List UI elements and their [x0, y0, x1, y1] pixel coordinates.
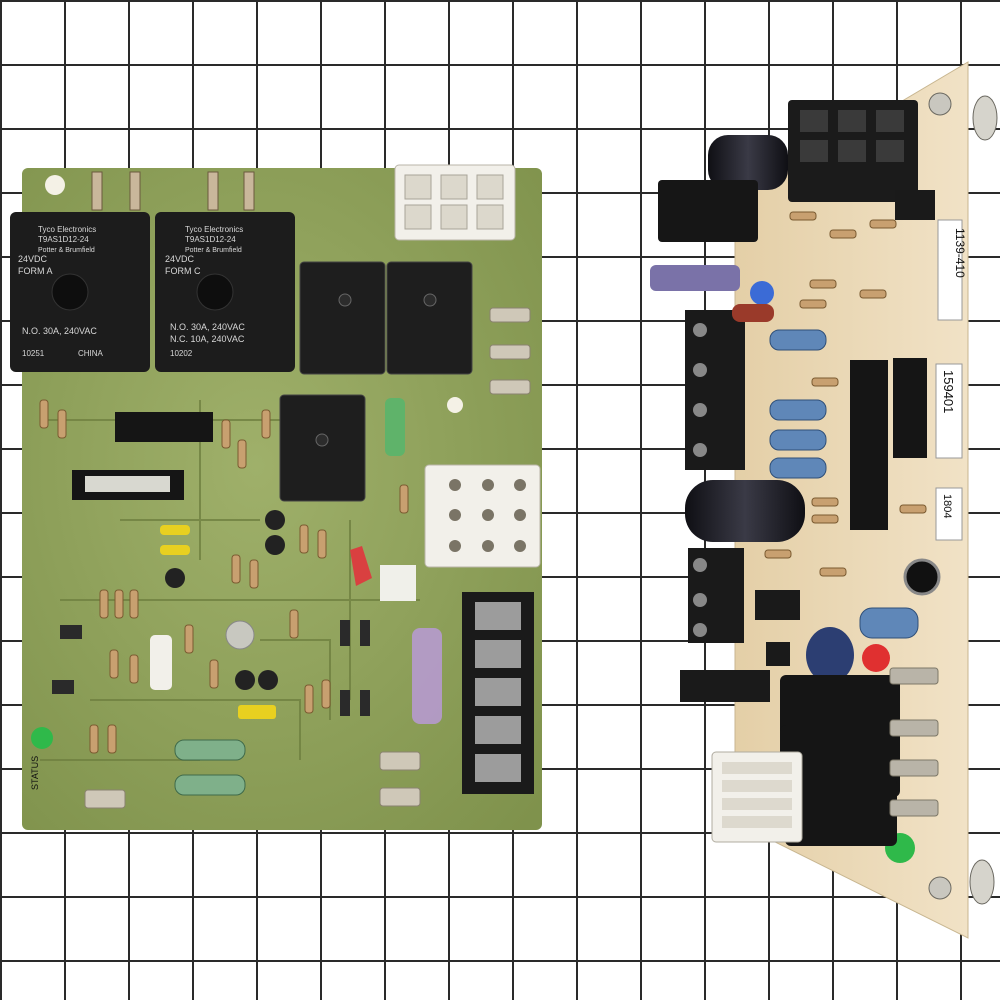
- white-ceramic-part: [150, 635, 172, 690]
- red-capacitor: [350, 546, 372, 586]
- part-label: 1139-410: [937, 219, 967, 321]
- relay-c-code: 10202: [170, 349, 193, 358]
- red-led: [862, 644, 890, 672]
- standoffs: [928, 92, 998, 905]
- red-resistor: [732, 304, 774, 322]
- bottom-spade-terminals: [84, 751, 421, 809]
- relay-a-code: 10251: [22, 349, 45, 358]
- rev-label: 1804: [935, 487, 963, 541]
- relay-c-rating-no: N.O. 30A, 240VAC: [170, 322, 245, 332]
- date-code: 159401: [941, 370, 956, 413]
- relay-a-form: FORM A: [18, 266, 53, 276]
- ceramic-capacitors: [160, 525, 276, 719]
- electrolytic-capacitor-large: [685, 480, 805, 542]
- top-spade-terminals: [91, 171, 255, 211]
- relay-form-a: Tyco Electronics T9AS1D12-24 Potter & Br…: [10, 212, 150, 372]
- part-number: 1139-410: [953, 228, 967, 278]
- rev-code: 1804: [941, 494, 953, 518]
- screw-terminal-block: [462, 592, 534, 794]
- white-block: [380, 565, 416, 601]
- electrolytic-capacitor: [708, 135, 788, 190]
- transistors: [165, 510, 285, 690]
- status-label: STATUS: [30, 756, 40, 790]
- relay-c-model: T9AS1D12-24: [185, 235, 236, 244]
- diodes: [52, 620, 370, 716]
- capacitor-blue: [806, 627, 854, 683]
- relay-a-maker: Potter & Brumfield: [38, 247, 95, 254]
- date-label: 159401: [935, 363, 963, 459]
- relay-a-model: T9AS1D12-24: [38, 235, 89, 244]
- relay-stack: [780, 675, 900, 846]
- side-spade-terminals: [489, 307, 531, 395]
- relay-c-brand: Tyco Electronics: [185, 225, 243, 234]
- dip-ics: [850, 358, 927, 530]
- relay-c-coil: 24VDC: [165, 254, 195, 264]
- relay-a-origin: CHINA: [78, 349, 104, 358]
- relay-c-form: FORM C: [165, 266, 201, 276]
- relay-c-rating-nc: N.C. 10A, 240VAC: [170, 334, 245, 344]
- side-connector: [658, 180, 758, 242]
- film-capacitor: [385, 398, 405, 456]
- pin-headers: [755, 190, 935, 666]
- mounting-hole: [447, 397, 463, 413]
- power-resistors: [174, 739, 246, 796]
- control-board-side: 1139-410 159401 1804: [650, 61, 998, 939]
- relay-a-coil: 24VDC: [18, 254, 48, 264]
- relay-a-brand: Tyco Electronics: [38, 225, 96, 234]
- relay-a-rating: N.O. 30A, 240VAC: [22, 326, 97, 336]
- resistor-array: [764, 211, 927, 577]
- six-pin-connector-black: [788, 100, 918, 202]
- relay-c-maker: Potter & Brumfield: [185, 247, 242, 254]
- six-pin-connector: [394, 164, 516, 241]
- quick-connect-terminals: [680, 310, 770, 702]
- cube-relays: [279, 261, 473, 502]
- ic-label-sticker: [85, 476, 170, 492]
- fuse: [412, 628, 442, 724]
- mounting-hole: [45, 175, 65, 195]
- resistors: [39, 399, 409, 754]
- spade-tabs: [889, 667, 939, 817]
- status-led: [31, 727, 53, 749]
- blue-disc: [750, 281, 774, 305]
- inductor: [225, 620, 255, 650]
- purple-component: [650, 265, 740, 291]
- relay-form-c: Tyco Electronics T9AS1D12-24 Potter & Br…: [155, 212, 295, 372]
- nine-pin-connector: [424, 464, 541, 568]
- black-disc: [903, 558, 941, 596]
- blue-resistors: [769, 329, 919, 639]
- control-board-front: Tyco Electronics T9AS1D12-24 Potter & Br…: [10, 164, 542, 830]
